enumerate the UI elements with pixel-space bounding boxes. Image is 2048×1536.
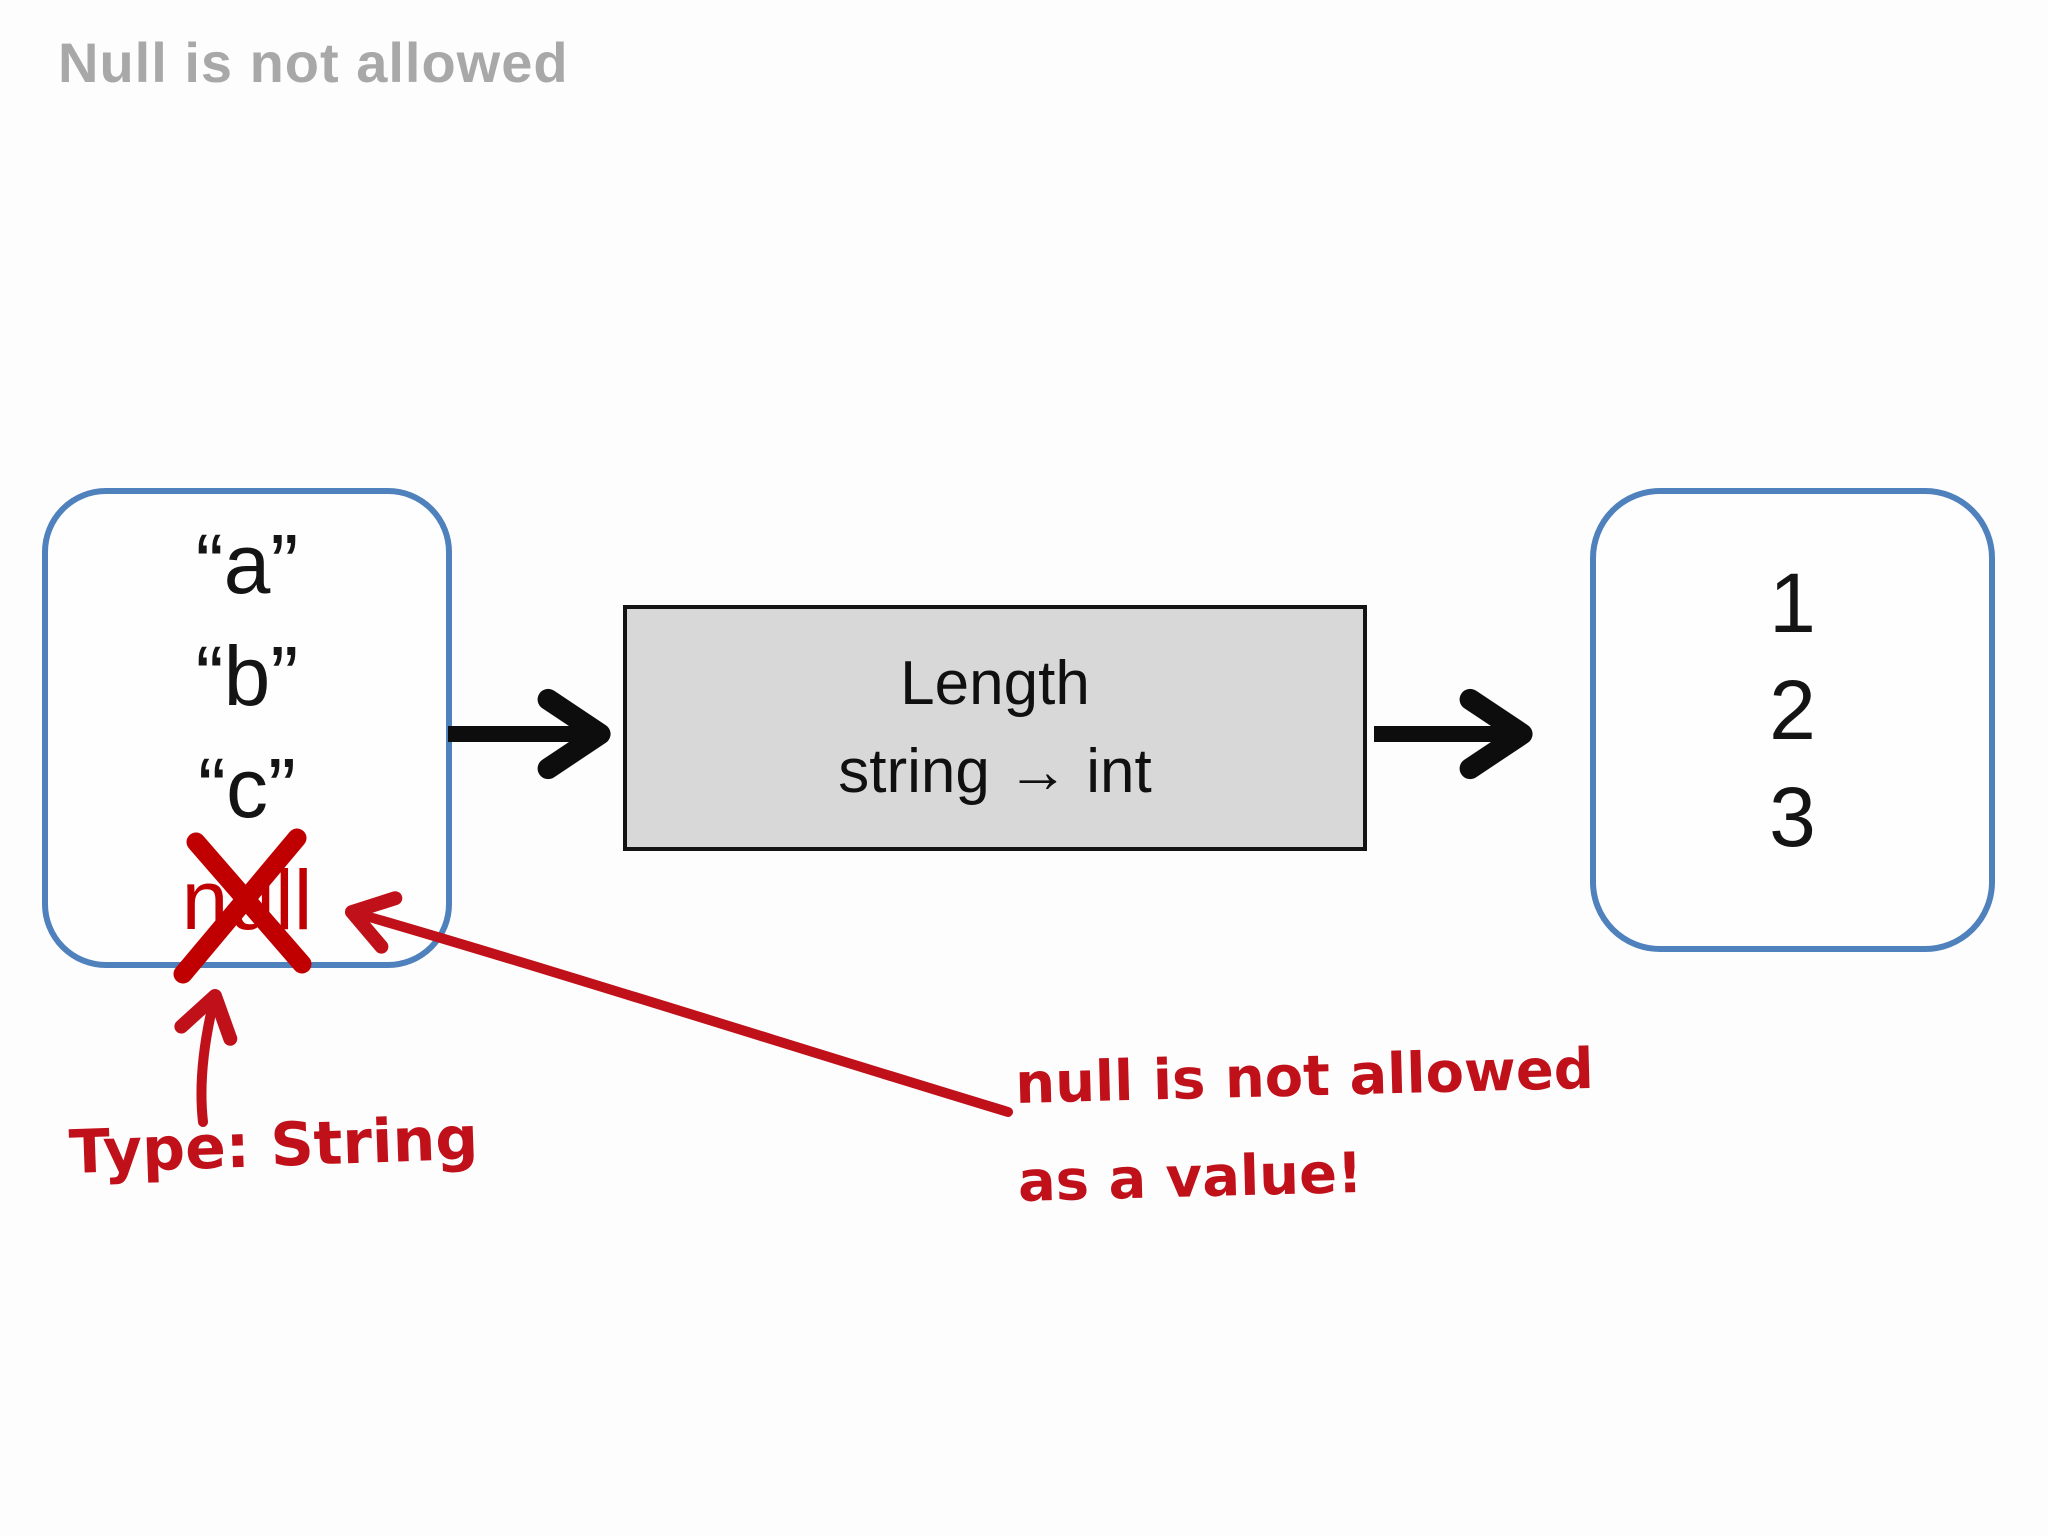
- slide-title: Null is not allowed: [58, 31, 569, 94]
- function-name: Length: [900, 649, 1090, 718]
- input-value: “c”: [198, 741, 296, 835]
- null-note-line2: as a value!: [1016, 1140, 1364, 1215]
- output-value: 3: [1769, 770, 1816, 864]
- output-value: 1: [1769, 556, 1816, 650]
- null-not-allowed-annotation: null is not allowed as a value!: [1014, 1021, 1598, 1232]
- input-value: “b”: [195, 629, 299, 723]
- output-set-box: 1 2 3: [1590, 488, 1995, 952]
- input-invalid-value-null: null: [181, 853, 313, 947]
- null-note-arrow-icon: [345, 891, 1013, 1117]
- function-box: Length string → int: [623, 605, 1367, 851]
- type-string-annotation: Type: String: [68, 1103, 480, 1188]
- input-value: “a”: [195, 517, 299, 611]
- function-signature: string → int: [838, 737, 1152, 806]
- input-set-box: “a” “b” “c” null: [42, 488, 452, 968]
- null-note-line1: null is not allowed: [1014, 1036, 1595, 1117]
- output-value: 2: [1769, 663, 1816, 757]
- type-label-arrow-icon: [174, 989, 238, 1127]
